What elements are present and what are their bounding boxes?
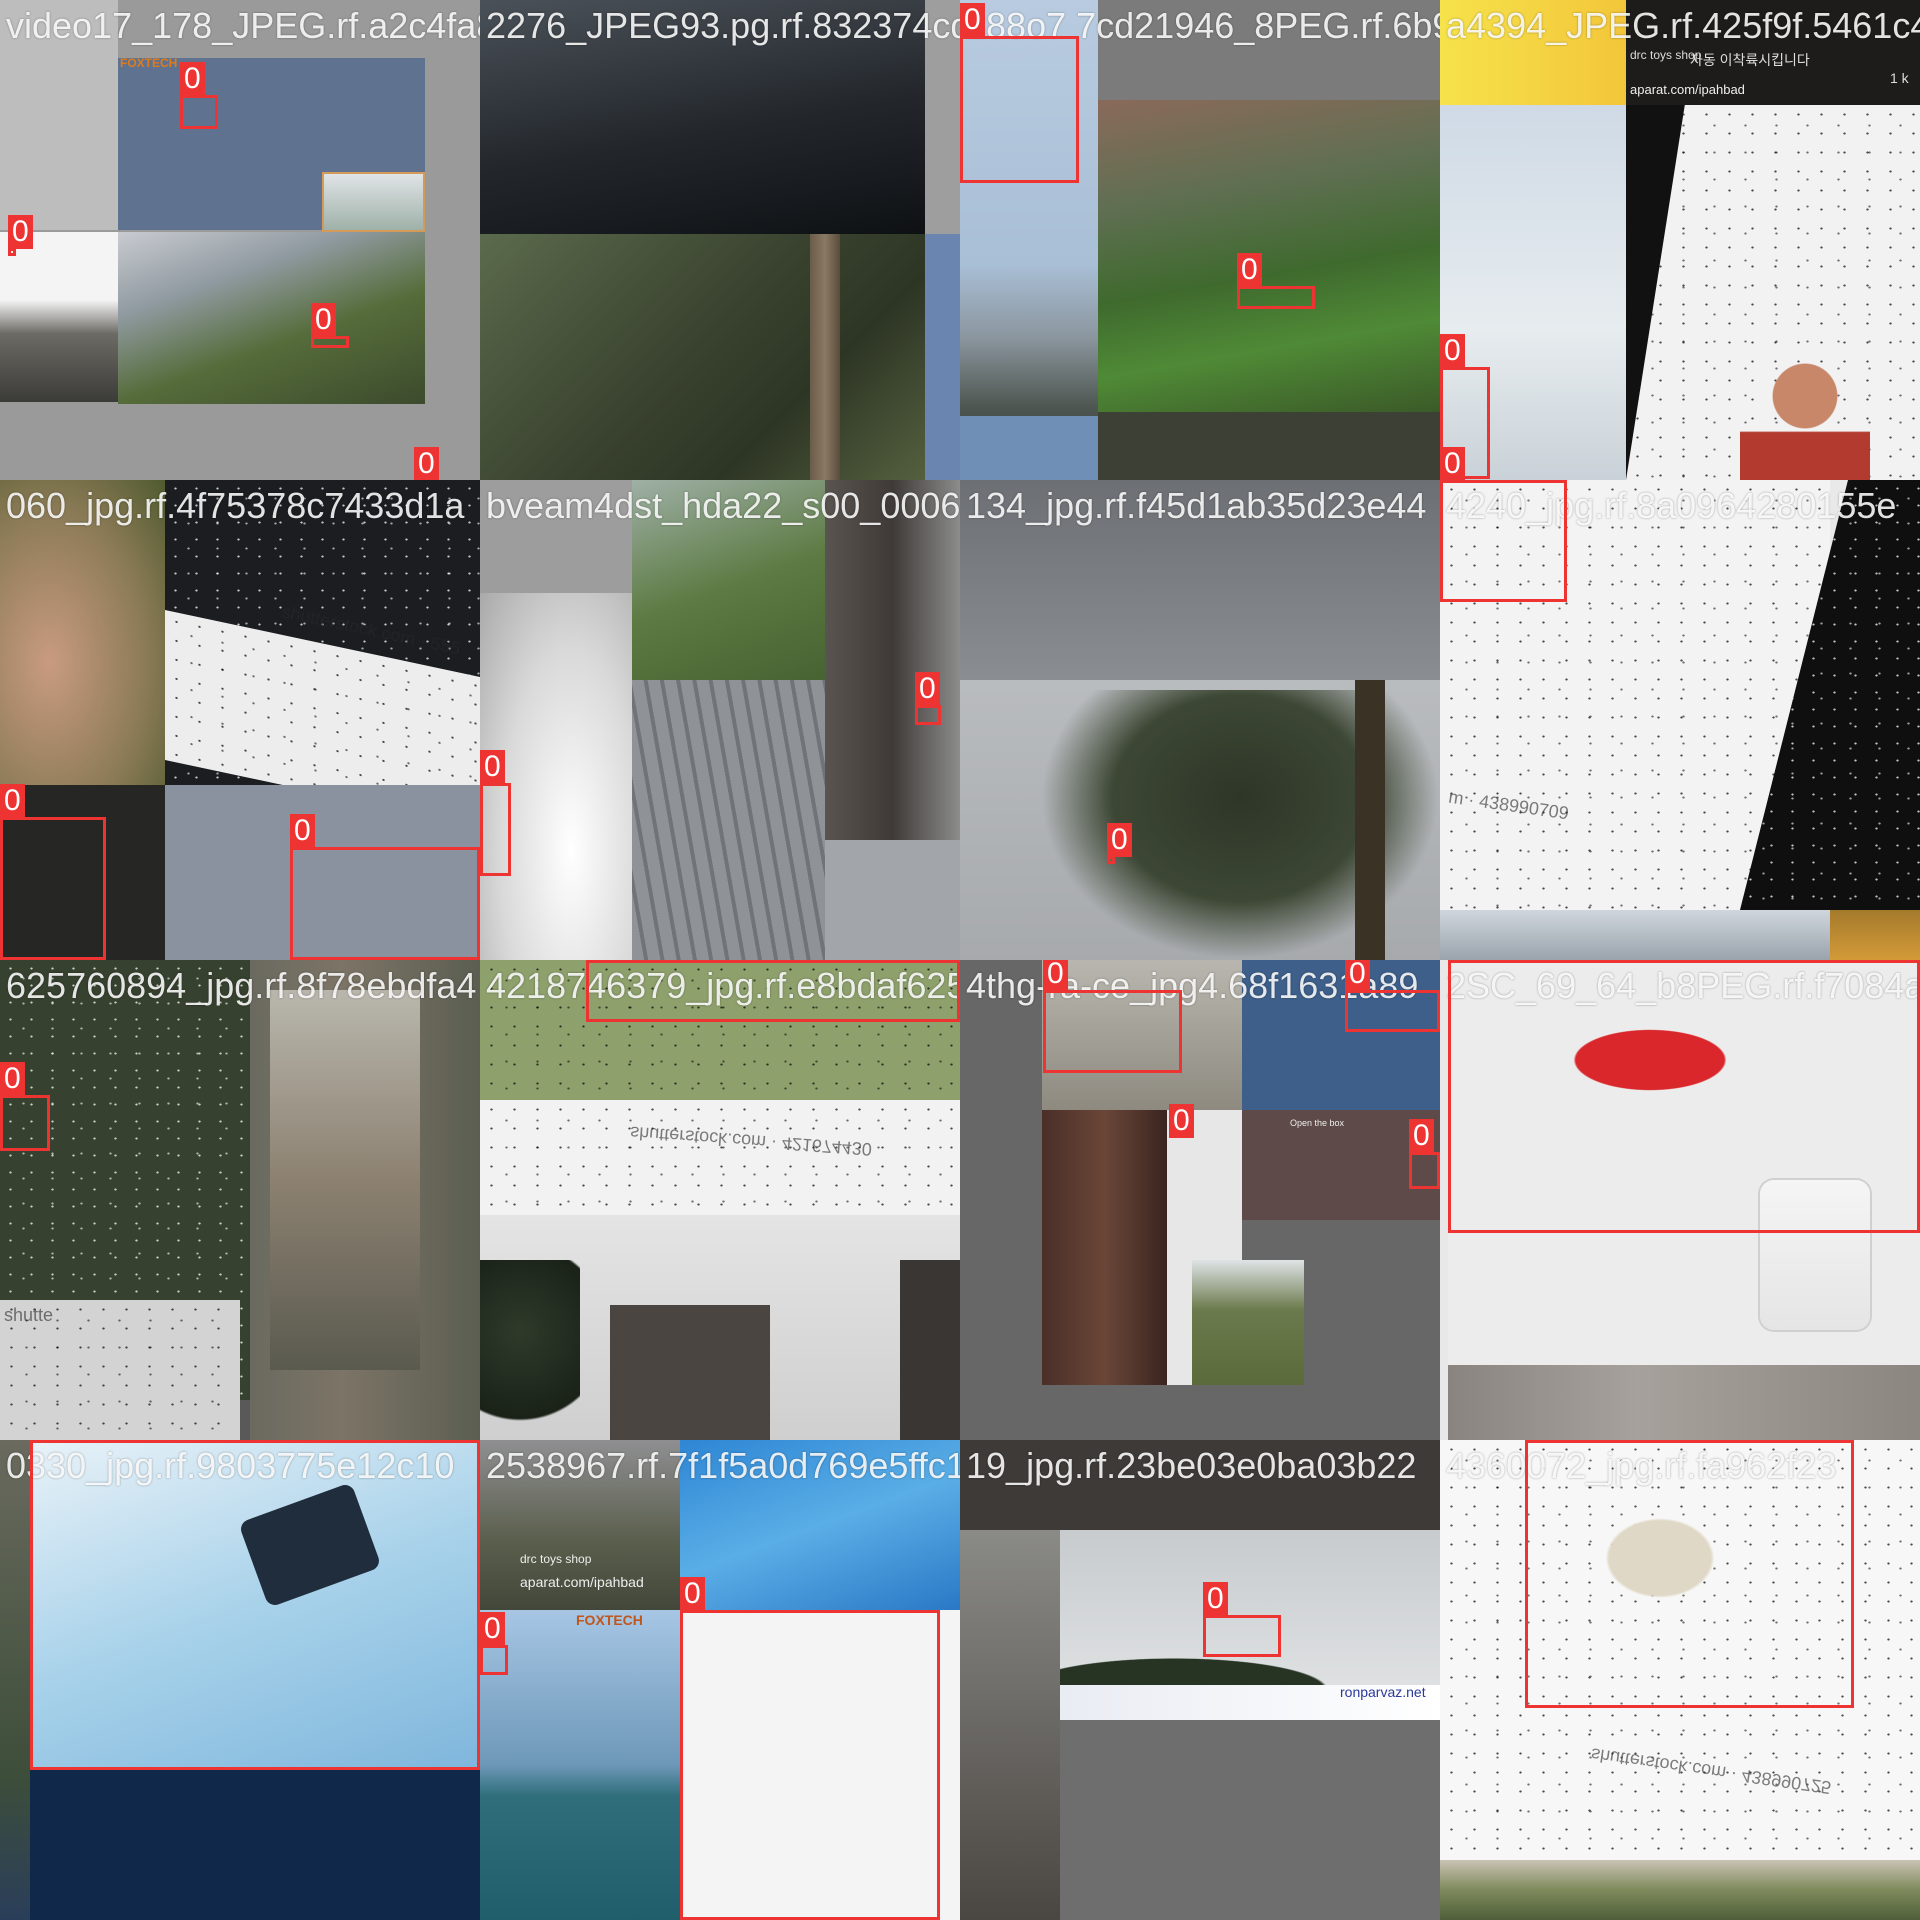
tile-13: 0330_jpg.rf.9803775e12c10 0	[0, 1440, 480, 1920]
tile-2: 2276_JPEG93.pg.rf.832374cda	[480, 0, 960, 480]
class-label: 0	[1409, 1119, 1434, 1153]
class-label: 0	[1440, 447, 1465, 480]
tile-10: shutterstock.com · 421674430 4218746379_…	[480, 960, 960, 1440]
watermark-text: FOXTECH	[120, 56, 178, 70]
class-label: 0	[414, 447, 439, 480]
detection-box: 0	[1237, 253, 1315, 309]
tile-7: 134_jpg.rf.f45d1ab35d23e44 0	[960, 480, 1440, 960]
class-label: 0	[586, 960, 611, 961]
tile-5: shutterstock.com · 555 060_jpg.rf.4f7537…	[0, 480, 480, 960]
detection-box: 0	[0, 784, 106, 960]
detection-box: 0	[960, 3, 1079, 183]
tile-filename: 0330_jpg.rf.9803775e12c10	[6, 1445, 455, 1486]
watermark-text: aparat.com/ipahbad	[1630, 82, 1745, 97]
tile-15: ronparvaz.net 19_jpg.rf.23be03e0ba03b22 …	[960, 1440, 1440, 1920]
tile-3: 188o7 7cd21946_8PEG.rf.6b93a 0 0	[960, 0, 1440, 480]
tile-filename: 2SC_69_64_b8PEG.rf.f7084a41	[1446, 965, 1920, 1006]
class-label: 0	[680, 1577, 705, 1611]
class-label: 0	[1237, 253, 1262, 287]
class-label: 0	[960, 3, 985, 37]
detection-box: 0	[480, 1612, 508, 1675]
detection-box: 0	[1345, 960, 1440, 1032]
class-label: 0	[1345, 960, 1370, 991]
class-label: 0	[311, 303, 336, 337]
detection-box: 0	[1448, 960, 1920, 1233]
class-label: 0	[1448, 960, 1473, 961]
class-label: 0	[8, 215, 33, 249]
class-label: 0	[0, 784, 25, 818]
tile-filename: 4360072_jpg.rf.fa962f23	[1446, 1445, 1837, 1486]
tile-filename: bveam4dst_hda22_s00_00062	[486, 485, 960, 526]
class-label: 0	[30, 1440, 55, 1441]
watermark-text: shutte	[4, 1305, 54, 1325]
class-label: 0	[1203, 1582, 1228, 1616]
tile-6: bveam4dst_hda22_s00_00062 0 0	[480, 480, 960, 960]
tile-9: shutte 625760894_jpg.rf.8f78ebdfa4 0	[0, 960, 480, 1440]
tile-filename: 134_jpg.rf.f45d1ab35d23e44	[966, 485, 1427, 526]
detection-box: 0	[8, 215, 33, 256]
detection-box: 0	[1107, 823, 1132, 864]
tile-filename: 625760894_jpg.rf.8f78ebdfa4	[6, 965, 477, 1006]
detection-box: 0	[1203, 1582, 1281, 1657]
class-label: 0	[1525, 1440, 1550, 1441]
tile-filename: 2276_JPEG93.pg.rf.832374cda	[486, 5, 960, 46]
detection-box: 0	[1440, 334, 1490, 479]
watermark-text: drc toys shop	[1630, 48, 1702, 62]
detection-box: 0	[1043, 960, 1182, 1073]
detection-box: 0	[30, 1440, 480, 1770]
tile-filename: 060_jpg.rf.4f75378c7433d1a	[6, 485, 465, 526]
class-label: 0	[1043, 960, 1068, 991]
tile-filename: 4thg-ra-ce_jpg4.68f1631a89	[966, 965, 1419, 1006]
class-label: 0	[1107, 823, 1132, 857]
detection-box: 0	[1409, 1119, 1440, 1189]
tile-filename: 4218746379_jpg.rf.e8bdaf625	[486, 965, 960, 1006]
tile-12: 2SC_69_64_b8PEG.rf.f7084a41 0	[1440, 960, 1920, 1440]
class-label: 0	[480, 1612, 505, 1646]
detection-box: 0	[586, 960, 960, 1022]
detection-box: 0	[0, 1062, 50, 1151]
class-label: 0	[915, 672, 940, 706]
detection-box: 0	[480, 750, 511, 876]
detection-box	[1440, 480, 1567, 602]
detection-box: 0	[180, 62, 218, 129]
watermark-text: drc toys shop	[520, 1552, 592, 1566]
class-label: 0	[480, 750, 505, 784]
tile-filename: 4240_jpg.rf.8a0964280155e	[1446, 485, 1897, 526]
class-label: 0	[180, 62, 205, 96]
tile-11: Open the box 4thg-ra-ce_jpg4.68f1631a89 …	[960, 960, 1440, 1440]
tile-4: drc toys shop aparat.com/ipahbad 자동 이착륙시…	[1440, 0, 1920, 480]
watermark-text: ronparvaz.net	[1340, 1684, 1426, 1700]
tile-filename: a4394_JPEG.rf.425f9f.5461c4d	[1446, 5, 1920, 46]
tile-1: FOXTECH video17_178_JPEG.rf.a2c4fa8 0 0 …	[0, 0, 480, 480]
tile-filename: 19_jpg.rf.23be03e0ba03b22	[966, 1445, 1417, 1486]
watermark-text: aparat.com/ipahbad	[520, 1574, 644, 1590]
detection-box: 0	[680, 1577, 940, 1920]
tile-16: shutterstock.com · 438990725 4360072_jpg…	[1440, 1440, 1920, 1920]
class-label: 0	[290, 814, 315, 848]
watermark-text: 1 k	[1890, 70, 1909, 86]
watermark-text: FOXTECH	[576, 1612, 643, 1628]
class-label: 0	[0, 1062, 25, 1096]
detection-box: 0	[1525, 1440, 1854, 1708]
tile-filename: 2538967.rf.7f1f5a0d769e5ffc1	[486, 1445, 960, 1486]
watermark-text: 자동 이착륙시킵니다	[1690, 52, 1810, 68]
tile-filename: 188o7 7cd21946_8PEG.rf.6b93a	[966, 5, 1440, 46]
detection-box: 0	[915, 672, 941, 725]
watermark-text: Open the box	[1290, 1118, 1345, 1128]
tile-filename: video17_178_JPEG.rf.a2c4fa8	[6, 5, 480, 46]
tile-8: m · 438990709 4240_jpg.rf.8a0964280155e	[1440, 480, 1920, 960]
detection-box: 0	[290, 814, 480, 960]
tile-14: drc toys shop aparat.com/ipahbad FOXTECH…	[480, 1440, 960, 1920]
class-label: 0	[1169, 1104, 1194, 1138]
class-label: 0	[1440, 334, 1465, 368]
detection-box: 0	[311, 303, 349, 348]
